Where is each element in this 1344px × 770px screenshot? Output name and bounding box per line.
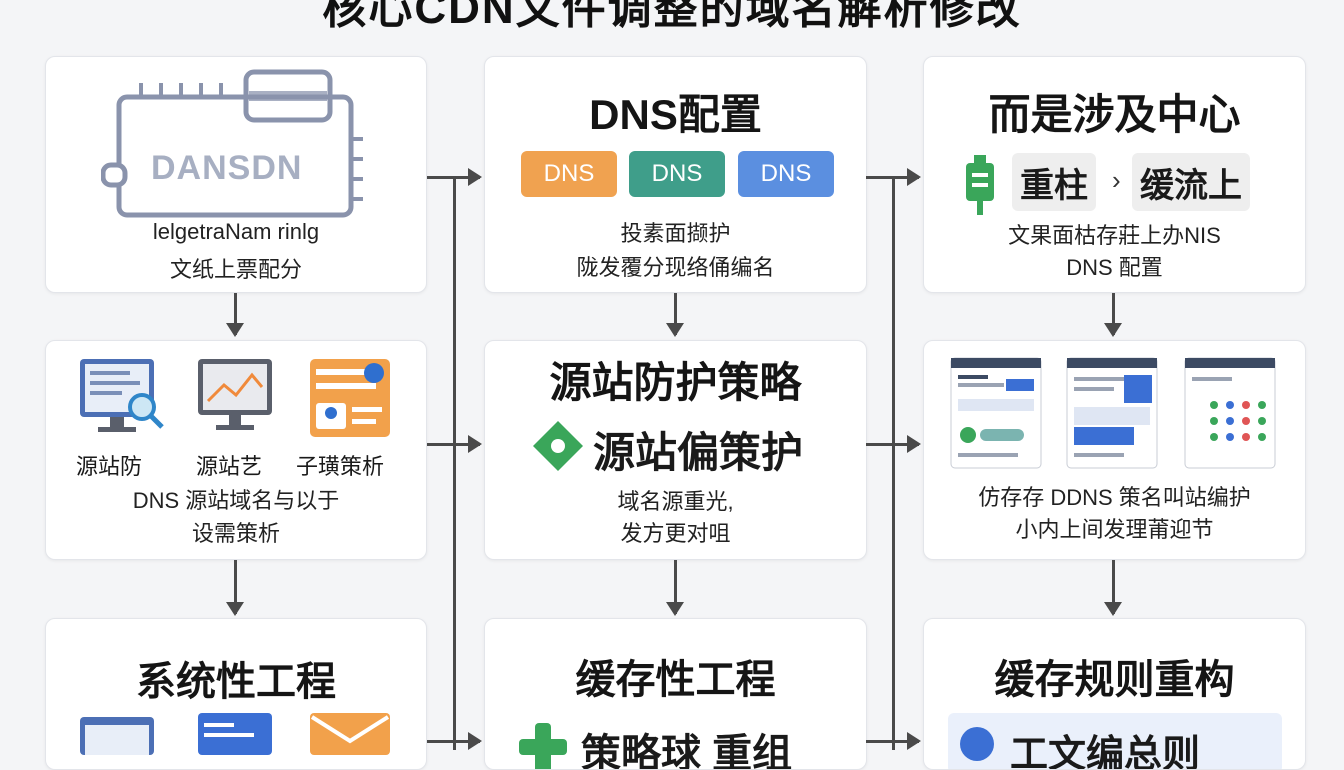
chip-2: 缓流上 (1132, 153, 1250, 211)
card-center-involved: 而是涉及中心 重柱 › 缓流上 文果面枯存莊上办NIS DNS 配置 (923, 56, 1306, 293)
dashboard-screenshot-icon (1066, 357, 1158, 469)
arrow-down (666, 560, 684, 616)
card-origin-protection: 源站防护策略 源站偏策护 域名源重光, 发方更对咀 (484, 340, 867, 560)
card-line-1: 域名源重光, (617, 489, 734, 514)
monitor-chart-icon (198, 359, 272, 430)
dns-pill-orange: DNS (521, 151, 617, 197)
arrow-down (666, 293, 684, 337)
card-dashboard-screens: 仿存存 DDNS 策名叫站编护 小内上间发理莆迎节 (923, 340, 1306, 560)
card-heading: 系统性工程 (136, 660, 336, 704)
icon-label-2: 源站艺 (196, 454, 263, 479)
card-line-1: lelgetraNam rinlg (152, 219, 320, 244)
chip-separator: › (1112, 165, 1121, 195)
card-heading: 缓存性工程 (575, 658, 776, 702)
card-heading: 而是涉及中心 (988, 91, 1241, 138)
dashboard-screenshot-icon (950, 357, 1042, 469)
card-line-2: 发方更对咀 (620, 521, 731, 546)
envelope-icon (310, 713, 390, 755)
page-title: 核心CDN文件调整的域名解析修改 (322, 0, 1022, 33)
icon-label-1: 源站防 (76, 454, 143, 479)
card-cache-engineering: 缓存性工程 策略球 重组 (484, 618, 867, 770)
arrow-down (226, 293, 244, 337)
arrow-right (866, 732, 921, 750)
card-cache-rule-refactor: 缓存规则重构 工文编总则 (923, 618, 1306, 770)
card-heading: 缓存规则重构 (994, 658, 1235, 702)
card-subheading: 策略球 重组 (581, 732, 793, 770)
card-line-1: 文果面枯存莊上办NIS (1008, 223, 1221, 248)
card-origin-icons: 源站防 源站艺 子璜策析 DNS 源站域名与以于 设需策析 (45, 340, 427, 560)
card-line-1: DNS 源站域名与以于 (132, 488, 340, 513)
arrow-right (866, 168, 921, 186)
chip-1: 重柱 (1012, 153, 1096, 211)
card-line-1: 投素面撷护 (620, 221, 731, 246)
arrow-down (226, 560, 244, 616)
circle-icon (960, 727, 994, 761)
card-subheading: 源站偏策护 (593, 429, 804, 476)
card-heading: DNS配置 (589, 91, 762, 138)
card-line-2: DNS 配置 (1066, 255, 1163, 280)
monitor-search-icon (80, 359, 164, 432)
dns-pill-blue: DNS (738, 151, 834, 197)
card-line-1: 仿存存 DDNS 策名叫站编护 (978, 485, 1251, 510)
arrow-down (1104, 293, 1122, 337)
icon-label-3: 子璜策析 (296, 454, 385, 479)
arrow-right (427, 435, 482, 453)
chip-board-icon (101, 69, 363, 218)
battery-plug-icon (966, 155, 994, 215)
dns-pill-teal: DNS (629, 151, 725, 197)
card-heading: 源站防护策略 (549, 359, 802, 406)
browser-window-icon (198, 713, 272, 755)
arrow-right (866, 435, 921, 453)
card-systemic-engineering: 系统性工程 (45, 618, 427, 770)
browser-window-icon (80, 717, 154, 755)
plus-icon (519, 723, 567, 769)
connector-line (892, 177, 895, 750)
connector-line (453, 177, 456, 750)
arrow-right (427, 168, 482, 186)
card-line-2: 陇发覆分现络俑编名 (576, 255, 775, 280)
arrow-right (427, 732, 482, 750)
diamond-icon (533, 421, 583, 471)
card-line-2: 文纸上票配分 (169, 257, 302, 282)
chip-logo-text: DANSDN (151, 149, 303, 187)
card-dns-config: DNS配置 DNS DNS DNS 投素面撷护 陇发覆分现络俑编名 (484, 56, 867, 293)
id-card-icon (310, 359, 390, 437)
card-line-2: 小内上间发理莆迎节 (1015, 517, 1214, 542)
card-dns-chip: DANSDN lelgetraNam rinlg 文纸上票配分 (45, 56, 427, 293)
card-line-2: 设需策析 (191, 521, 280, 546)
card-subheading: 工文编总则 (1010, 734, 1201, 770)
dashboard-screenshot-icon (1184, 357, 1276, 469)
arrow-down (1104, 560, 1122, 616)
